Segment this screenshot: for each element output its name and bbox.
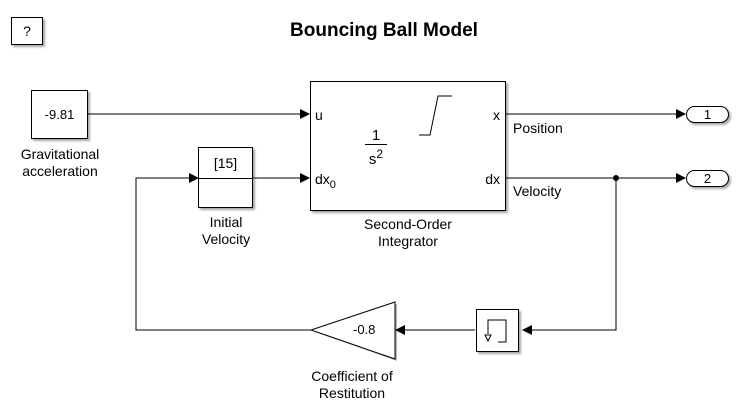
help-button[interactable]: ? bbox=[11, 17, 43, 45]
branch-junction bbox=[613, 175, 619, 181]
gravity-value: -9.81 bbox=[44, 107, 75, 122]
initial-velocity-value: [15] bbox=[199, 148, 252, 179]
gain-block[interactable] bbox=[309, 301, 397, 361]
gain-value: -0.8 bbox=[353, 322, 376, 337]
integrator-label: Second-Order Integrator bbox=[364, 216, 452, 249]
gravity-label: Gravitational acceleration bbox=[20, 146, 100, 179]
gravity-constant-block[interactable]: -9.81 bbox=[31, 90, 88, 139]
help-label: ? bbox=[23, 23, 31, 39]
initial-velocity-label: Initial Velocity bbox=[201, 214, 251, 247]
signal-label-position: Position bbox=[513, 120, 563, 136]
saturation-curve-icon bbox=[419, 95, 452, 136]
port-dx0: dx0 bbox=[315, 171, 336, 191]
outport-2[interactable]: 2 bbox=[686, 170, 729, 187]
outport-1[interactable]: 1 bbox=[686, 106, 729, 123]
model-title: Bouncing Ball Model bbox=[290, 20, 478, 41]
second-order-integrator-block[interactable]: u dx0 x dx 1 s2 bbox=[310, 81, 506, 211]
wire-gain-to-initvel[interactable] bbox=[135, 173, 311, 331]
port-dx: dx bbox=[485, 171, 500, 187]
transfer-function: 1 s2 bbox=[365, 127, 387, 169]
memory-block[interactable] bbox=[476, 309, 519, 352]
signal-label-velocity: Velocity bbox=[513, 183, 562, 199]
wire-velocity-branch[interactable] bbox=[522, 178, 617, 335]
gain-label: Coefficient of Restitution bbox=[311, 368, 393, 401]
port-u: u bbox=[315, 107, 323, 123]
port-x: x bbox=[493, 107, 500, 123]
initial-velocity-block[interactable]: [15] bbox=[198, 147, 253, 208]
memory-icon bbox=[484, 319, 507, 343]
